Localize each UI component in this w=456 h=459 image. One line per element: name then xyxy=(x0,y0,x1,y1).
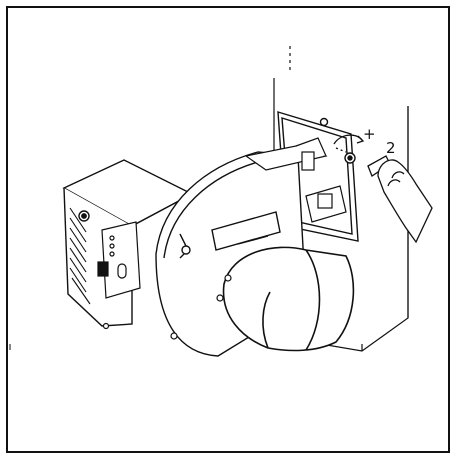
burner-head-cover xyxy=(222,246,355,352)
valve-icon xyxy=(317,193,333,209)
burner-installation-diagram: + 2 xyxy=(6,6,450,453)
step-label: 2 xyxy=(386,139,396,157)
fixing-screws xyxy=(102,274,232,340)
reset-switch-icon xyxy=(97,261,109,277)
rotation-arrow xyxy=(333,134,365,153)
flange-bolt xyxy=(344,152,356,164)
rotation-sign: + xyxy=(363,125,376,143)
air-damper-assembly xyxy=(244,137,347,223)
hand-with-wrench xyxy=(367,155,433,244)
control-panel xyxy=(97,221,141,299)
flange-hole xyxy=(319,117,329,127)
illustration-frame: + 2 xyxy=(6,6,450,453)
indicator-lamp-icon xyxy=(117,263,127,279)
